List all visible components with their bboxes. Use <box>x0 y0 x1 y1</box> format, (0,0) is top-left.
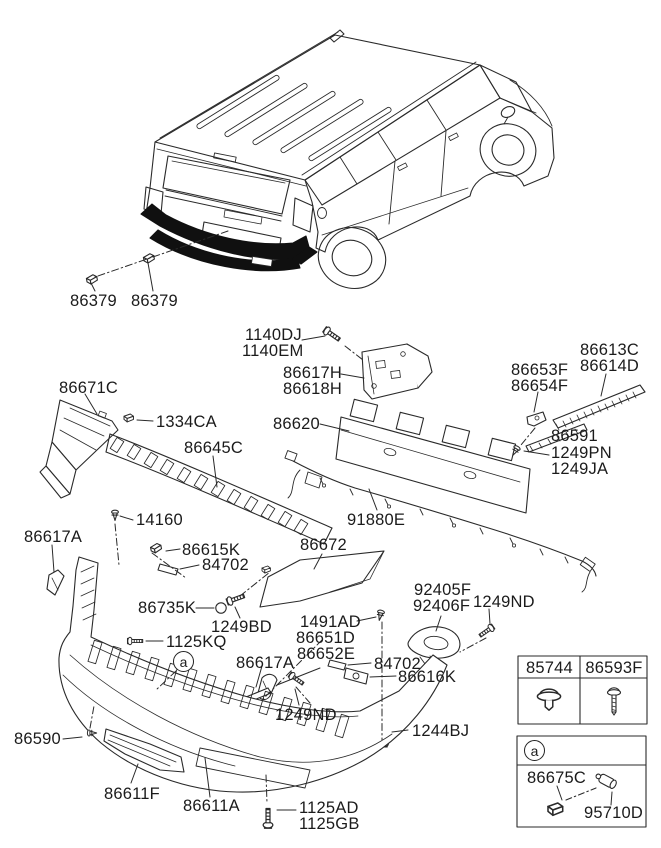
part-label-86651d[interactable]: 86651D <box>296 629 355 647</box>
part-label-86652e[interactable]: 86652E <box>297 645 356 663</box>
part-86671c-corner-art <box>39 399 119 499</box>
part-label-1125gb[interactable]: 1125GB <box>299 815 360 833</box>
vehicle-rear-bumper-highlight <box>140 203 318 272</box>
part-label-95710d[interactable]: 95710D <box>584 804 643 822</box>
callout-marker-a: a <box>173 651 194 672</box>
part-label-86617a-2[interactable]: 86617A <box>236 654 295 672</box>
part-label-86735k[interactable]: 86735K <box>138 599 197 617</box>
legend-column-85744[interactable]: 85744 <box>526 659 573 677</box>
part-91880e-harness-art <box>284 450 597 593</box>
part-86672-molding-art <box>259 550 385 608</box>
detail-box-marker-a: a <box>524 740 545 761</box>
part-label-1334ca[interactable]: 1334CA <box>156 413 217 431</box>
part-86611f-garnish-art <box>103 728 185 773</box>
part-1334ca-clip-art <box>123 413 134 423</box>
part-label-86645c[interactable]: 86645C <box>184 439 243 457</box>
legend-table-art <box>517 655 648 725</box>
part-label-92405f[interactable]: 92405F <box>414 581 472 599</box>
part-86617a-bracket1-art <box>46 569 65 596</box>
part-label-86654f[interactable]: 86654F <box>511 377 569 395</box>
part-label-86615k[interactable]: 86615K <box>182 541 241 559</box>
front-wheel <box>479 123 537 177</box>
part-label-86611a[interactable]: 86611A <box>183 797 240 815</box>
part-1249nd1-bolt-art <box>477 622 496 640</box>
part-92405f-reflector-art <box>407 626 461 669</box>
part-84702b-pad-art <box>327 659 347 671</box>
part-label-1249nd-1[interactable]: 1249ND <box>473 593 535 611</box>
part-86617h-bracket-art <box>361 343 433 400</box>
part-label-1140dj[interactable]: 1140DJ <box>245 326 302 344</box>
part-14160-screw-art <box>111 509 119 522</box>
part-label-86617a-1[interactable]: 86617A <box>24 528 83 546</box>
part-86620-absorber-art <box>335 398 531 514</box>
part-label-86379-right[interactable]: 86379 <box>131 292 178 310</box>
part-86613c-rail-art <box>552 384 646 431</box>
part-label-1249nd-2[interactable]: 1249ND <box>275 706 337 724</box>
vehicle-rear-isometric-art <box>140 29 555 289</box>
part-label-86618h[interactable]: 86618H <box>283 380 342 398</box>
part-label-92406f[interactable]: 92406F <box>413 597 471 615</box>
part-label-1249ja[interactable]: 1249JA <box>551 460 609 478</box>
part-label-86672[interactable]: 86672 <box>300 536 347 554</box>
part-label-86617h[interactable]: 86617H <box>283 364 342 382</box>
part-1249nd2-bolt-art <box>287 670 306 688</box>
part-label-1244bj[interactable]: 1244BJ <box>412 722 470 740</box>
part-86653f-bracket-art <box>526 411 547 427</box>
part-label-86614d[interactable]: 86614D <box>580 357 639 375</box>
part-label-1125ad[interactable]: 1125AD <box>299 799 359 817</box>
part-1125ad-bolt-art <box>262 807 274 829</box>
part-label-84702-1[interactable]: 84702 <box>202 556 249 574</box>
part-label-91880e[interactable]: 91880E <box>347 511 406 529</box>
part-label-86590[interactable]: 86590 <box>14 730 61 748</box>
part-86645c-step-pad-art <box>105 433 333 545</box>
part-label-86611f[interactable]: 86611F <box>104 785 160 803</box>
part-label-86613c[interactable]: 86613C <box>580 341 639 359</box>
part-1491ad-clip-art <box>375 608 386 622</box>
part-label-14160[interactable]: 14160 <box>136 511 183 529</box>
legend-column-86593f[interactable]: 86593F <box>585 659 643 677</box>
part-1125kq-bolt-art <box>126 636 144 646</box>
part-label-86591[interactable]: 86591 <box>551 427 598 445</box>
part-label-1140em[interactable]: 1140EM <box>242 342 304 360</box>
part-86615k-clip-art <box>149 542 163 555</box>
part-label-86379-left[interactable]: 86379 <box>70 292 117 310</box>
part-label-1491ad[interactable]: 1491AD <box>300 613 361 631</box>
part-86616k-bracket-art <box>343 667 369 685</box>
leader-lines <box>51 262 607 811</box>
part-label-1249bd[interactable]: 1249BD <box>211 618 272 636</box>
part-label-86620[interactable]: 86620 <box>273 415 320 433</box>
part-label-84702-2[interactable]: 84702 <box>374 655 421 673</box>
part-84702a-pad-art <box>157 563 179 576</box>
part-label-86653f[interactable]: 86653F <box>511 361 569 379</box>
tapping-screw-icon <box>606 687 622 716</box>
roof-ribs <box>196 74 392 162</box>
part-label-1249pn[interactable]: 1249PN <box>551 444 612 462</box>
assembly-axis-lines <box>89 230 536 804</box>
part-label-86671c[interactable]: 86671C <box>59 379 118 397</box>
part-86379-clips-art <box>85 252 156 286</box>
rear-wheel <box>317 227 387 289</box>
part-86611a-bumper-cover-art <box>58 556 448 793</box>
part-label-1125kq[interactable]: 1125KQ <box>166 633 227 651</box>
part-label-86675c[interactable]: 86675C <box>527 769 586 787</box>
part-label-86616k[interactable]: 86616K <box>398 668 457 686</box>
part-86735k-ring-art <box>215 602 227 614</box>
part-1140dj-bolt-art <box>321 325 343 344</box>
part-86591-rail-art <box>525 423 588 453</box>
